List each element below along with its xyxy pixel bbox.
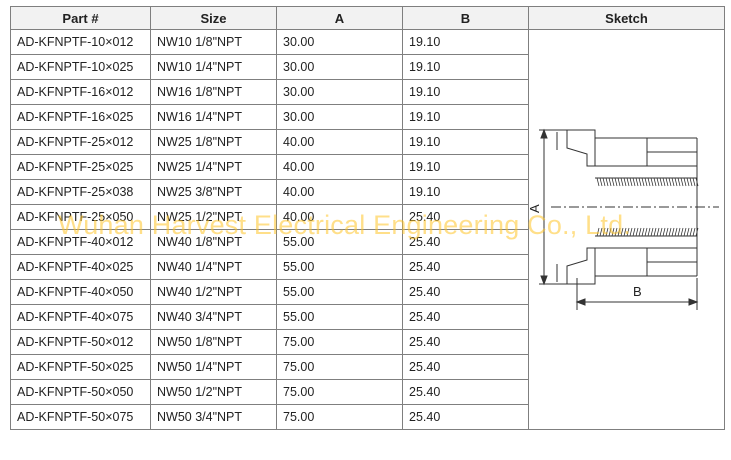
fitting-sketch: A B [529, 128, 719, 310]
cell-part-number: AD-KFNPTF-50×012 [10, 329, 151, 355]
cell-size: NW50 3/4"NPT [150, 404, 277, 430]
cell-part-number: AD-KFNPTF-40×075 [10, 304, 151, 330]
cell-size: NW25 1/8"NPT [150, 129, 277, 155]
cell-size: NW10 1/8"NPT [150, 29, 277, 55]
cell-a: 40.00 [276, 179, 403, 205]
sketch-cell: A B [528, 29, 725, 430]
cell-b: 19.10 [402, 154, 529, 180]
cell-a: 40.00 [276, 204, 403, 230]
cell-b: 25.40 [402, 379, 529, 405]
cell-part-number: AD-KFNPTF-10×025 [10, 54, 151, 80]
header-part-number: Part # [10, 6, 151, 30]
cell-b: 25.40 [402, 204, 529, 230]
table-header-row: Part # Size A B Sketch [10, 6, 725, 30]
cell-b: 25.40 [402, 254, 529, 280]
cell-b: 25.40 [402, 279, 529, 305]
cell-b: 25.40 [402, 229, 529, 255]
cell-part-number: AD-KFNPTF-10×012 [10, 29, 151, 55]
cell-b: 19.10 [402, 29, 529, 55]
cell-size: NW16 1/4"NPT [150, 104, 277, 130]
cell-size: NW50 1/4"NPT [150, 354, 277, 380]
cell-a: 30.00 [276, 104, 403, 130]
cell-b: 19.10 [402, 129, 529, 155]
cell-size: NW25 1/2"NPT [150, 204, 277, 230]
cell-a: 55.00 [276, 279, 403, 305]
cell-part-number: AD-KFNPTF-25×038 [10, 179, 151, 205]
cell-part-number: AD-KFNPTF-25×012 [10, 129, 151, 155]
cell-size: NW25 3/8"NPT [150, 179, 277, 205]
cell-size: NW40 1/8"NPT [150, 229, 277, 255]
cell-part-number: AD-KFNPTF-16×012 [10, 79, 151, 105]
cell-part-number: AD-KFNPTF-16×025 [10, 104, 151, 130]
dimension-b-label: B [633, 284, 642, 299]
cell-a: 75.00 [276, 329, 403, 355]
cell-a: 30.00 [276, 54, 403, 80]
header-a: A [276, 6, 403, 30]
cell-a: 30.00 [276, 29, 403, 55]
cell-part-number: AD-KFNPTF-25×050 [10, 204, 151, 230]
cell-a: 40.00 [276, 154, 403, 180]
cell-size: NW10 1/4"NPT [150, 54, 277, 80]
cell-b: 19.10 [402, 179, 529, 205]
cell-a: 55.00 [276, 229, 403, 255]
cell-part-number: AD-KFNPTF-50×075 [10, 404, 151, 430]
header-b: B [402, 6, 529, 30]
cell-size: NW40 1/4"NPT [150, 254, 277, 280]
cell-part-number: AD-KFNPTF-50×050 [10, 379, 151, 405]
cell-a: 40.00 [276, 129, 403, 155]
cell-a: 55.00 [276, 304, 403, 330]
cell-a: 30.00 [276, 79, 403, 105]
cell-a: 75.00 [276, 354, 403, 380]
cell-size: NW40 1/2"NPT [150, 279, 277, 305]
dimension-a-label: A [529, 204, 542, 213]
cell-part-number: AD-KFNPTF-40×050 [10, 279, 151, 305]
cell-part-number: AD-KFNPTF-25×025 [10, 154, 151, 180]
cell-size: NW50 1/2"NPT [150, 379, 277, 405]
cell-b: 19.10 [402, 54, 529, 80]
cell-a: 55.00 [276, 254, 403, 280]
cell-b: 19.10 [402, 79, 529, 105]
header-size: Size [150, 6, 277, 30]
cell-a: 75.00 [276, 379, 403, 405]
cell-b: 19.10 [402, 104, 529, 130]
cell-b: 25.40 [402, 304, 529, 330]
cell-part-number: AD-KFNPTF-40×012 [10, 229, 151, 255]
cell-size: NW50 1/8"NPT [150, 329, 277, 355]
cell-b: 25.40 [402, 329, 529, 355]
cell-size: NW25 1/4"NPT [150, 154, 277, 180]
cell-part-number: AD-KFNPTF-50×025 [10, 354, 151, 380]
cell-b: 25.40 [402, 404, 529, 430]
cell-a: 75.00 [276, 404, 403, 430]
header-sketch: Sketch [528, 6, 725, 30]
cell-size: NW40 3/4"NPT [150, 304, 277, 330]
cell-b: 25.40 [402, 354, 529, 380]
cell-part-number: AD-KFNPTF-40×025 [10, 254, 151, 280]
cell-size: NW16 1/8"NPT [150, 79, 277, 105]
